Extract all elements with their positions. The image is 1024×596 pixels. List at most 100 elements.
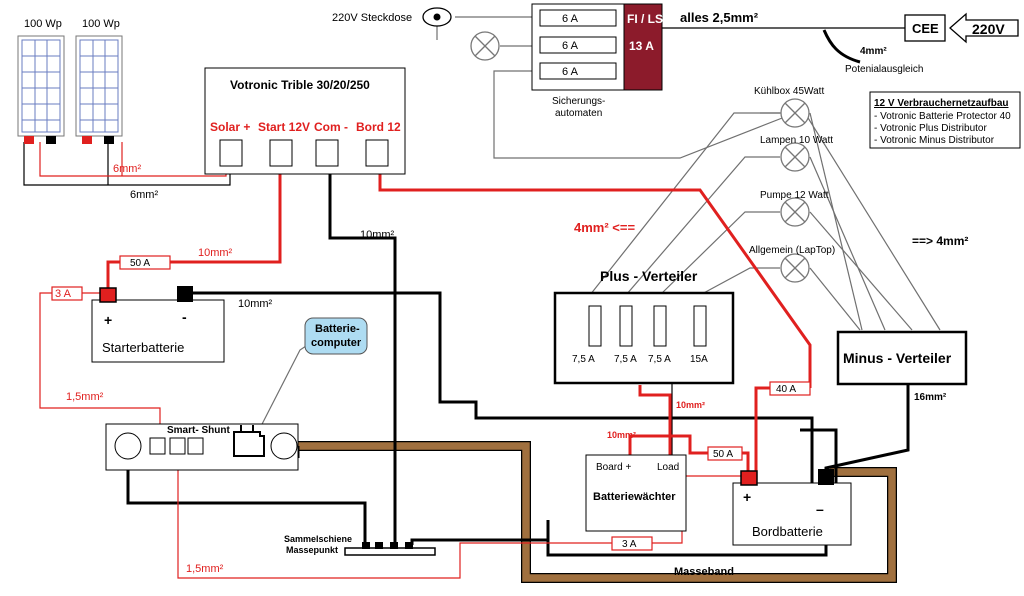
board-plus-terminal — [740, 470, 758, 486]
lamp-lampen-icon — [780, 142, 810, 172]
info-line-2: - Votronic Plus Distributor — [874, 123, 987, 134]
busbar-line2: Massepunkt — [286, 545, 338, 555]
fuse-shunt-label: 3 A — [55, 288, 72, 300]
ground-label: Potenialausgleich — [845, 64, 923, 75]
socket-label: 220V Steckdose — [332, 12, 412, 24]
plus-distributor-fuses — [588, 305, 707, 347]
plus-fuse-3: 7,5 A — [648, 354, 671, 365]
shunt-port-2 — [169, 437, 186, 455]
solar-panel-1 — [17, 35, 65, 144]
plus-fuse-1: 7,5 A — [572, 354, 595, 365]
mains-voltage-label: 220V — [972, 21, 1005, 37]
fi-amp-label: 13 A — [629, 39, 654, 53]
info-line-1: - Votronic Batterie Protector 40 — [874, 111, 1011, 122]
mains-cable-label: alles 2,5mm² — [680, 10, 759, 25]
black-thin-wires — [23, 142, 673, 460]
mains-lamp-icon — [470, 31, 500, 61]
ground-strap-label: Masseband — [674, 566, 734, 578]
fuse-start — [119, 255, 171, 270]
red-wires — [106, 165, 812, 474]
battery-watcher — [585, 454, 687, 532]
charger-title: Votronic Trible 30/20/250 — [230, 78, 370, 92]
fuse-watcher — [707, 446, 743, 461]
board-plus: + — [743, 489, 751, 505]
cable-lamps-label: ==> 4mm² — [912, 234, 968, 248]
cable-distributor-label: 10mm² — [676, 400, 705, 410]
board-name: Bordbatterie — [752, 524, 823, 539]
starter-plus: + — [104, 312, 112, 328]
shunt-terminal-right — [270, 432, 298, 460]
fuse-bord — [769, 381, 811, 396]
fuse-3-label: 6 A — [562, 66, 579, 78]
cable-shunt-a: 1,5mm² — [66, 391, 104, 403]
info-title: 12 V Verbrauchernetzaufbau — [874, 98, 1009, 109]
consumer-3: Pumpe 12 Watt — [760, 190, 829, 201]
lamp-allgemein-icon — [780, 253, 810, 283]
starter-name: Starterbatterie — [102, 340, 184, 355]
starter-battery — [91, 299, 225, 363]
cable-com-label: 10mm² — [360, 229, 395, 241]
mains-arrow-icon — [949, 12, 1019, 44]
fuse-watcher-label: 50 A — [713, 449, 733, 460]
cee-label: CEE — [912, 21, 939, 36]
shunt-connector-icon — [233, 425, 265, 457]
info-line-3: - Votronic Minus Distributor — [874, 135, 995, 146]
cable-solar-red: 6mm² — [113, 163, 141, 175]
charger-box — [204, 67, 406, 175]
board-battery — [732, 482, 852, 546]
minus-distributor-box — [836, 330, 968, 386]
watcher-name: Batteriewächter — [593, 491, 676, 503]
battery-computer-line1: Batterie- — [315, 323, 360, 335]
fuse-start-label: 50 A — [130, 258, 150, 269]
consumer-2: Lampen 10 Watt — [760, 135, 833, 146]
solar-panel-2 — [75, 35, 123, 144]
lamp-kuehlbox-icon — [780, 98, 810, 128]
starter-minus: - — [182, 309, 187, 325]
starter-plus-terminal — [99, 287, 117, 303]
cable-shunt-b: 1,5mm² — [186, 563, 224, 575]
fuse-bord-label: 40 A — [776, 384, 796, 395]
cable-watcher-label: 10mm² — [607, 430, 636, 440]
solar-label-2: 100 Wp — [82, 18, 120, 30]
cable-minus-label: 16mm² — [914, 392, 947, 403]
consumer-4: Allgemein (LapTop) — [749, 245, 835, 256]
fuse-bord-sense-label: 3 A — [622, 539, 637, 550]
fuse-1-label: 6 A — [562, 13, 579, 25]
consumer-1: Kühlbox 45Watt — [754, 86, 824, 97]
fuse-2-label: 6 A — [562, 40, 579, 52]
shunt-terminal-left — [114, 432, 142, 460]
info-box — [869, 91, 1021, 149]
shunt-name: Smart- Shunt — [167, 425, 230, 436]
plus-fuse-2: 7,5 A — [614, 354, 637, 365]
fuse-bord-sense — [611, 536, 653, 551]
fi-ls-label: FI / LS — [627, 12, 663, 26]
busbar-line1: Sammelschiene — [284, 534, 352, 544]
terminal-start: Start 12V — [258, 120, 310, 134]
terminal-solar: Solar + — [210, 120, 250, 134]
board-minus: – — [816, 501, 824, 517]
shunt-port-1 — [149, 437, 166, 455]
ground-size-label: 4mm² — [860, 46, 887, 57]
terminal-bord: Bord 12 — [356, 120, 401, 134]
plus-distributor-title: Plus - Verteiler — [600, 268, 698, 284]
shunt-port-3 — [187, 437, 204, 455]
busbar — [344, 542, 436, 556]
ground-wire — [822, 29, 861, 64]
cable-battery-neg-label: 10mm² — [238, 298, 273, 310]
cable-bord-label: 4mm² <== — [574, 220, 635, 235]
terminal-com: Com - — [314, 120, 348, 134]
cee-box — [904, 14, 946, 42]
cable-solar-black: 6mm² — [130, 189, 158, 201]
cable-start-label: 10mm² — [198, 247, 233, 259]
fuse-box — [531, 3, 663, 91]
battery-computer — [304, 317, 368, 355]
plus-fuse-4: 15A — [690, 354, 708, 365]
solar-label-1: 100 Wp — [24, 18, 62, 30]
fuse-shunt — [51, 286, 83, 301]
socket-icon — [422, 7, 452, 27]
fuse-caption-1: Sicherungs- — [552, 96, 605, 107]
watcher-board-plus: Board + — [596, 462, 631, 473]
watcher-load: Load — [657, 462, 679, 473]
fuse-caption-2: automaten — [555, 108, 602, 119]
